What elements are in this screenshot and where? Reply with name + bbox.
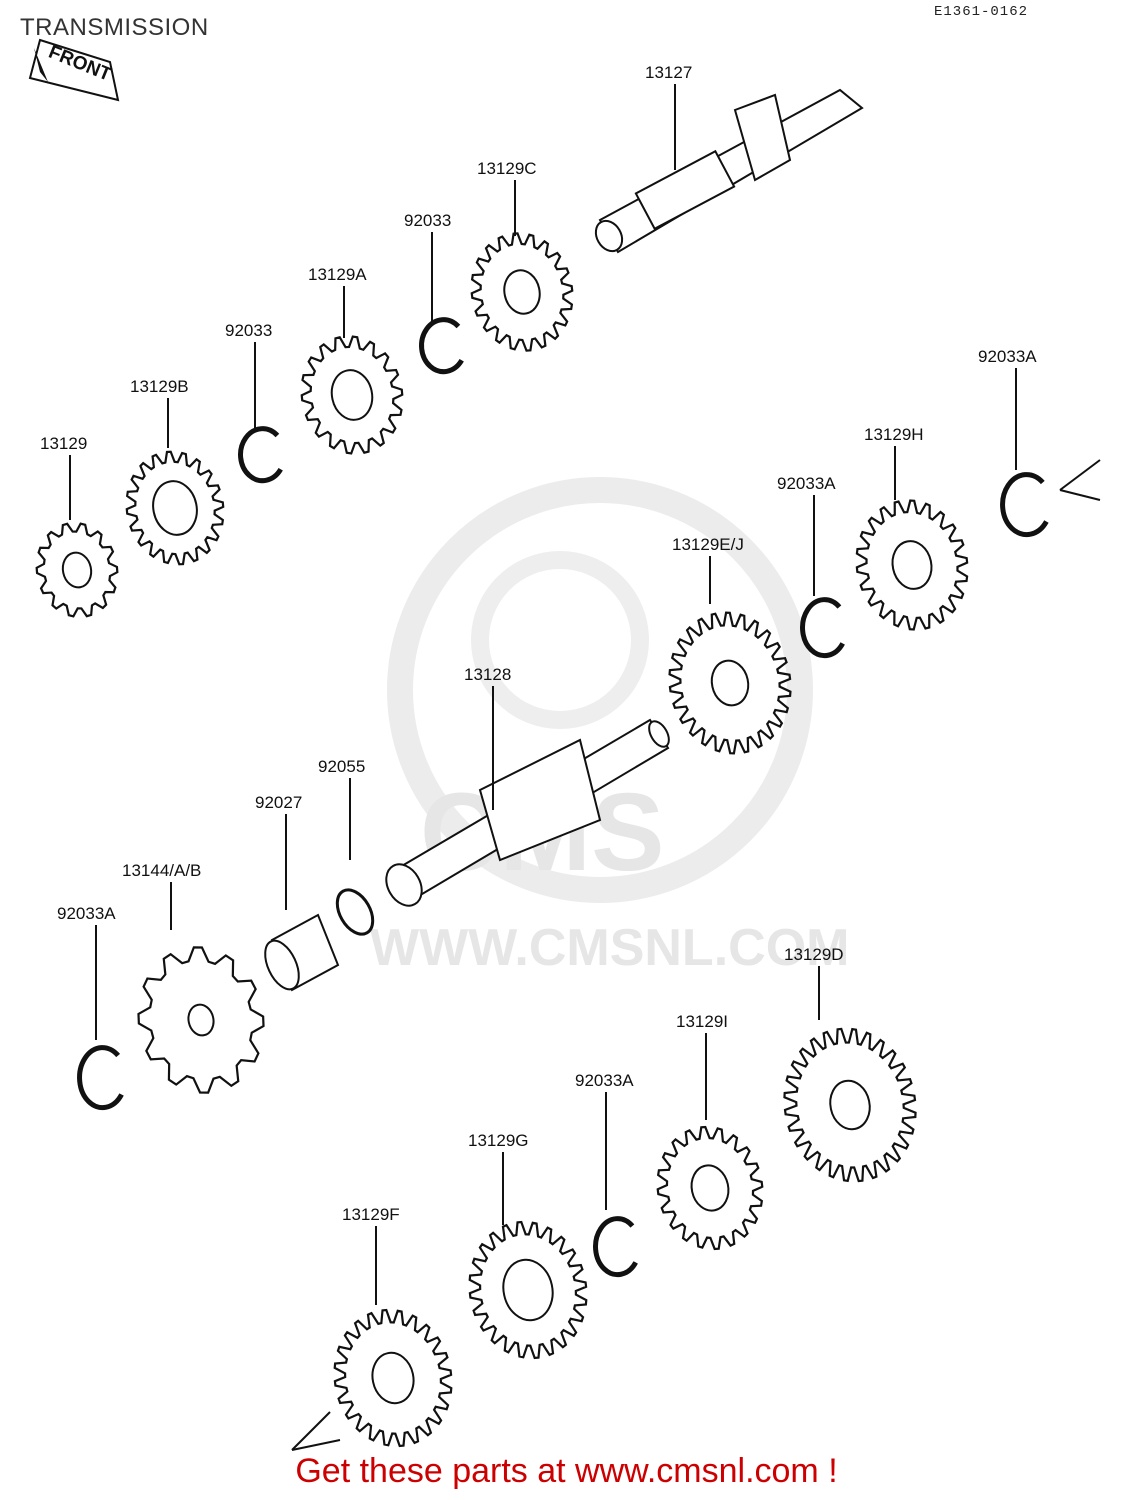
label-92033-upper: 92033 — [404, 211, 451, 230]
label-13129c: 13129C — [477, 159, 537, 178]
label-92033a-right: 92033A — [978, 347, 1037, 366]
label-92033a-low: 92033A — [575, 1071, 634, 1090]
output-shaft-13127 — [594, 88, 864, 254]
watermark: CMS WWW.CMSNL.COM — [370, 477, 849, 977]
gear-13129i — [656, 1125, 764, 1251]
front-arrow: FRONT — [28, 38, 120, 102]
diagram-ref-code: E1361-0162 — [934, 4, 1029, 20]
o-ring-92055 — [335, 888, 375, 936]
gear-13129 — [35, 522, 119, 618]
page-title: TRANSMISSION — [20, 14, 209, 41]
circlip-92033a-low — [593, 1216, 638, 1278]
gear-13129h — [855, 499, 969, 631]
label-13144ab: 13144/A/B — [122, 861, 201, 880]
label-13129i: 13129I — [676, 1012, 728, 1031]
gear-13129g — [468, 1220, 588, 1360]
label-13129h: 13129H — [864, 425, 924, 444]
gear-13129d — [783, 1027, 917, 1183]
gear-13129a — [300, 335, 404, 455]
part-labels: 13127 13129C 92033 13129A 92033 13129B 1… — [40, 63, 1037, 1224]
label-13129ej: 13129E/J — [672, 535, 744, 554]
input-shaft-13128 — [385, 718, 670, 907]
label-13129f: 13129F — [342, 1205, 400, 1224]
label-13128: 13128 — [464, 665, 511, 684]
gear-13129f — [333, 1308, 453, 1448]
label-92033a-left: 92033A — [57, 904, 116, 923]
leader-lines — [69, 84, 1101, 1451]
circlip-92033a-left — [77, 1045, 124, 1111]
label-13129a: 13129A — [308, 265, 367, 284]
circlip-92033-upper — [419, 317, 464, 375]
watermark-url: WWW.CMSNL.COM — [370, 919, 849, 977]
footer-cta[interactable]: Get these parts at www.cmsnl.com ! — [295, 1452, 838, 1490]
circlip-92033a-mid — [800, 597, 845, 659]
label-92033-left: 92033 — [225, 321, 272, 340]
label-13129: 13129 — [40, 434, 87, 453]
label-13129g: 13129G — [468, 1131, 529, 1150]
collar-92027 — [264, 913, 340, 992]
label-13129d: 13129D — [784, 945, 844, 964]
circlip-92033a-right — [1000, 472, 1049, 538]
label-92027: 92027 — [255, 793, 302, 812]
label-13127: 13127 — [645, 63, 692, 82]
front-label: FRONT — [46, 42, 115, 86]
gear-13129b — [125, 450, 225, 566]
label-13129b: 13129B — [130, 377, 189, 396]
label-92033a-mid: 92033A — [777, 474, 836, 493]
circlip-92033-left — [238, 426, 283, 484]
gear-13129c — [470, 232, 574, 352]
gears-group — [35, 232, 1049, 1448]
label-92055: 92055 — [318, 757, 365, 776]
gear-13129ej — [668, 611, 792, 755]
sprocket-13144ab — [137, 946, 265, 1094]
